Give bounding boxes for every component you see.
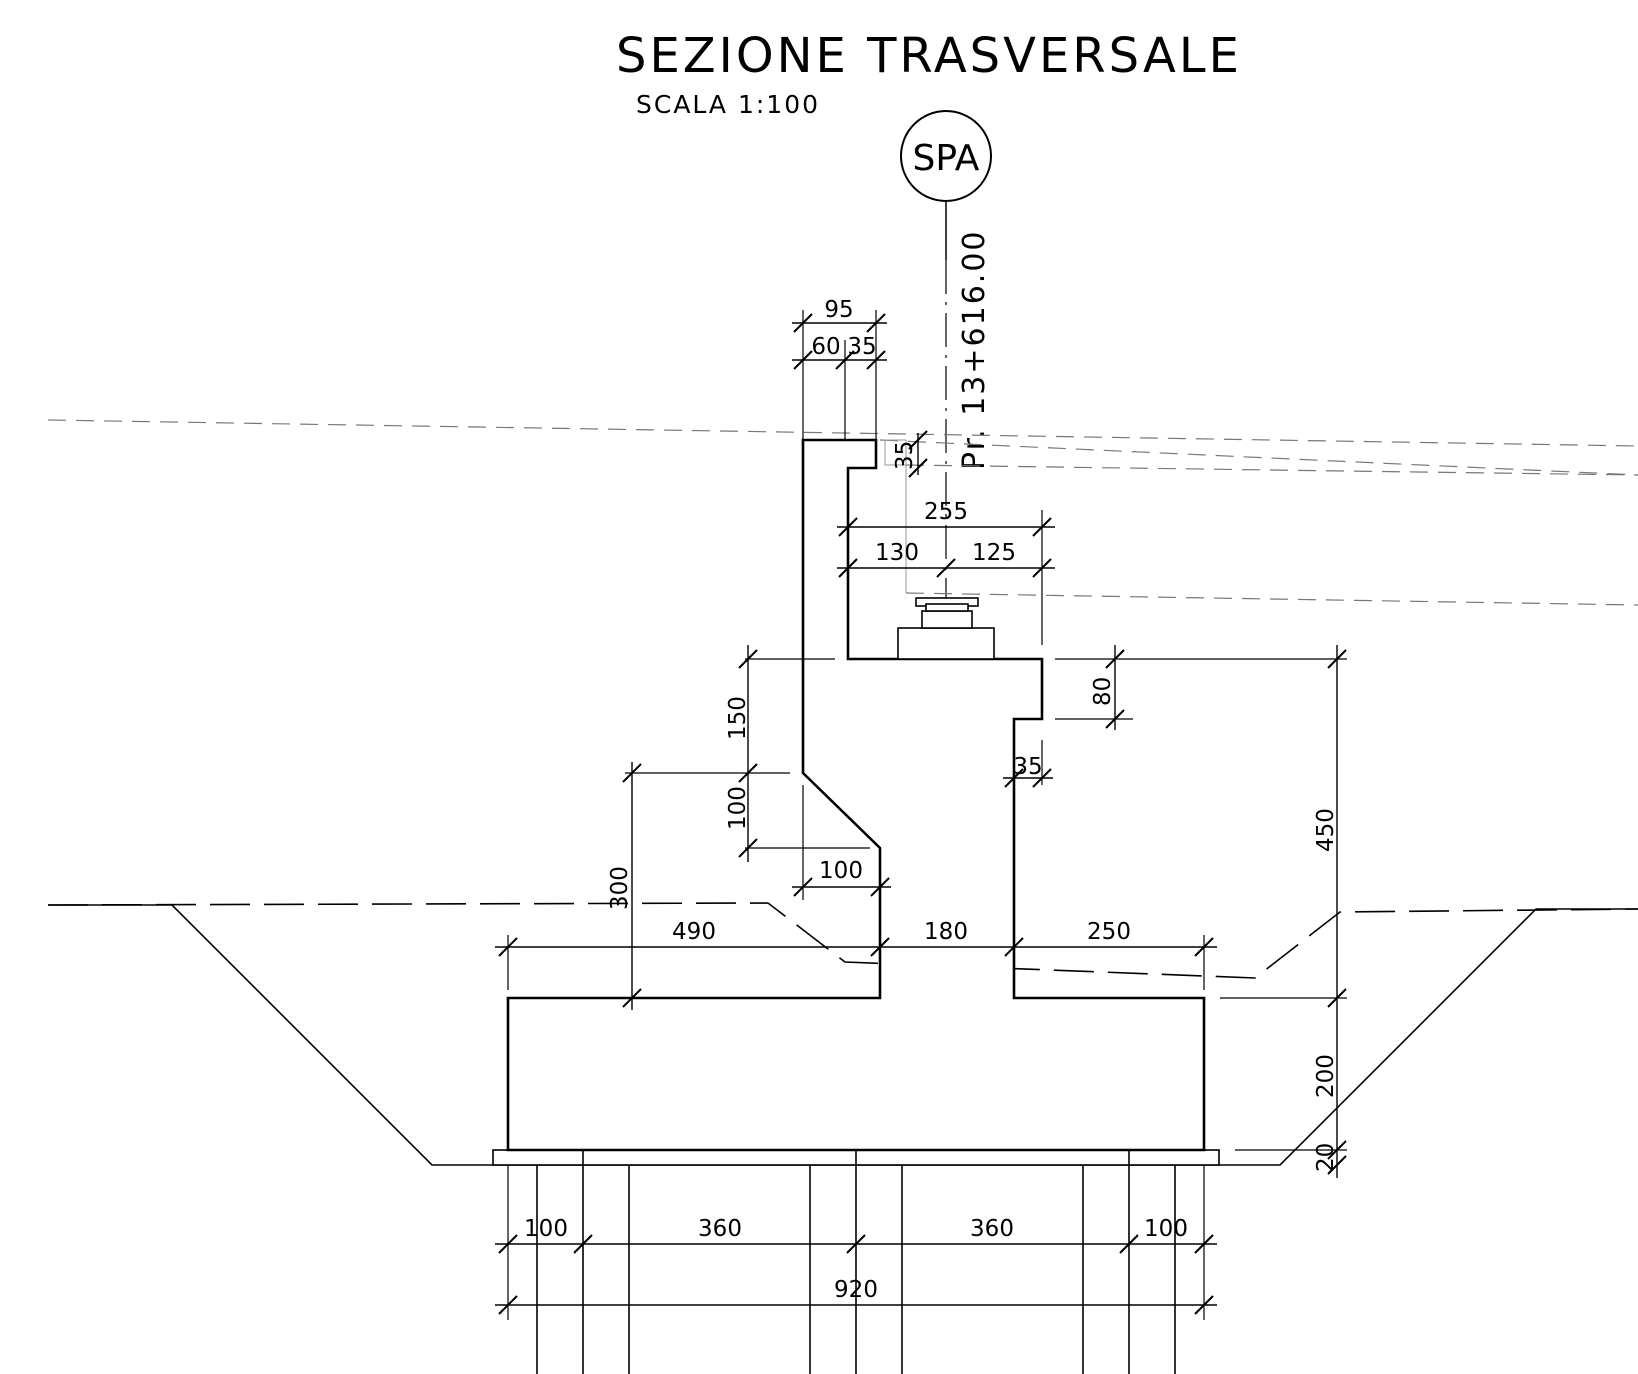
dim-pile-spacing-1: 360 (698, 1216, 742, 1242)
dim-stem: 180 (924, 919, 968, 945)
abutment-outline (506, 438, 1206, 1152)
dim-total-height-right: 450 (1313, 808, 1339, 852)
extension-lines (507, 310, 1347, 1320)
dim-footing-width: 920 (834, 1277, 878, 1303)
dim-pile-edge-left: 100 (524, 1216, 568, 1242)
dim-top-left: 60 (811, 334, 840, 360)
dim-bearing-total: 255 (924, 499, 968, 525)
dim-top-right: 35 (847, 334, 876, 360)
dim-toe: 490 (672, 919, 716, 945)
dim-step-height: 80 (1090, 677, 1116, 706)
bearing-device (897, 597, 995, 660)
dim-pile-edge-right: 100 (1144, 1216, 1188, 1242)
axis-tag-label: SPA (913, 138, 980, 179)
deck-lines (47, 419, 1638, 606)
dim-notch-height: 35 (892, 441, 918, 470)
dim-step-width: 35 (1013, 754, 1042, 780)
dim-lean-concrete: 20 (1313, 1143, 1339, 1172)
dim-wall-chamfer: 100 (725, 786, 751, 830)
drawing-scale: SCALA 1:100 (636, 90, 820, 119)
drawing-title: SEZIONE TRASVERSALE (616, 28, 1242, 84)
piles (536, 1150, 1176, 1374)
dim-chamfer-width: 100 (819, 858, 863, 884)
station-label: Pr. 13+616.00 (957, 230, 992, 471)
dim-wall-height-left: 300 (607, 866, 633, 910)
dim-pile-spacing-2: 360 (970, 1216, 1014, 1242)
dim-bearing-right: 125 (972, 540, 1016, 566)
dim-footing: 200 (1313, 1054, 1339, 1098)
dim-top-width: 95 (824, 297, 853, 323)
light-construction (884, 439, 907, 593)
dim-bearing-left: 130 (875, 540, 919, 566)
dim-wall-upper: 150 (725, 696, 751, 740)
dim-heel: 250 (1087, 919, 1131, 945)
ground-profile (47, 902, 1638, 979)
